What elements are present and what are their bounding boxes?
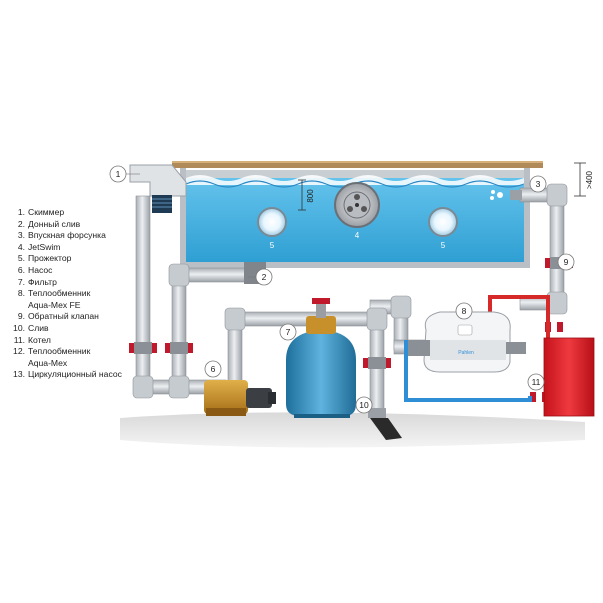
legend-number: 5. <box>17 253 25 264</box>
legend-number: 10. <box>13 322 25 333</box>
legend-number: 1. <box>17 207 25 217</box>
height-dimension <box>574 162 586 197</box>
callout-6: 6 <box>211 364 216 374</box>
callout-5-right: 5 <box>441 241 446 250</box>
depth-label: 800 <box>306 189 315 203</box>
legend-item: 12.Теплообменник <box>3 346 123 358</box>
legend-number: 7. <box>17 276 25 287</box>
legend-number: 4. <box>17 241 25 252</box>
legend-item: 6.Насос <box>3 265 123 277</box>
pool-deck-top <box>172 161 543 163</box>
heat-exchanger-brand: Pahlen <box>458 350 474 356</box>
pool-light-left <box>257 207 287 237</box>
legend-number: 8. <box>17 288 25 299</box>
legend-text: Слив <box>28 322 49 333</box>
depth-dimension <box>298 179 306 211</box>
legend-number: 2. <box>17 218 25 229</box>
legend-number: 12. <box>13 346 25 357</box>
legend-item: 1.Скиммер <box>3 207 123 219</box>
valve-collars <box>134 257 568 369</box>
filter <box>286 298 356 418</box>
legend-item: 3.Впускная форсунка <box>3 230 123 242</box>
callouts <box>109 165 575 414</box>
legend-item: Aqua-Mex FE <box>3 300 123 312</box>
legend-number: 11. <box>13 334 25 345</box>
legend-text: Обратный клапан <box>28 311 99 322</box>
callout-2: 2 <box>262 272 267 282</box>
legend-item: Aqua-Mex <box>3 358 123 370</box>
callout-1: 1 <box>116 169 121 179</box>
skimmer <box>129 164 187 213</box>
legend-text: Насос <box>28 264 53 275</box>
legend-item: 8.Теплообменник <box>3 288 123 300</box>
callout-11: 11 <box>532 377 541 387</box>
callout-3: 3 <box>536 179 541 189</box>
heat-exchanger: Pahlen <box>408 311 526 373</box>
callout-9: 9 <box>564 257 569 267</box>
legend-number: 6. <box>17 264 25 275</box>
legend-item: 9.Обратный клапан <box>3 311 123 323</box>
legend-text: Скиммер <box>28 207 65 217</box>
legend-text: Прожектор <box>28 253 72 264</box>
legend-item: 11.Котел <box>3 335 123 347</box>
legend-text: Впускная форсунка <box>28 230 106 241</box>
legend-text: Циркуляционный насос <box>28 369 122 380</box>
hot-pipe <box>488 295 550 340</box>
legend-text: Котел <box>28 334 51 345</box>
legend-text: JetSwim <box>28 241 61 252</box>
jetswim <box>334 182 380 228</box>
legend-number: 9. <box>17 311 25 322</box>
legend-text: Теплообменник <box>28 288 91 299</box>
pool-deck <box>172 161 543 168</box>
legend-item: 2.Донный слив <box>3 219 123 231</box>
legend-text: Донный слив <box>28 218 81 229</box>
ground <box>120 412 585 448</box>
legend-text: Aqua-Mex <box>28 357 68 368</box>
legend-text: Теплообменник <box>28 346 91 357</box>
legend-text: Фильтр <box>28 276 57 287</box>
legend-text: Aqua-Mex FE <box>28 299 81 310</box>
callout-leaders <box>126 173 256 278</box>
legend-number: 3. <box>17 230 25 241</box>
pipe-fittings <box>132 183 568 399</box>
callout-8: 8 <box>462 306 467 316</box>
legend-item: 10.Слив <box>3 323 123 335</box>
boiler <box>543 337 595 417</box>
callout-7: 7 <box>286 327 291 337</box>
callout-5-left: 5 <box>270 241 275 250</box>
pump <box>204 380 276 416</box>
inlet-nozzle <box>490 190 522 200</box>
drain-outlet <box>368 408 402 440</box>
legend-item: 13.Циркуляционный насос <box>3 369 123 381</box>
pool-light-right <box>428 207 458 237</box>
callout-10: 10 <box>359 400 369 410</box>
legend-item: 4.JetSwim <box>3 242 123 254</box>
callout-4: 4 <box>355 231 360 240</box>
height-label: >400 <box>585 170 594 189</box>
legend-item: 7.Фильтр <box>3 277 123 289</box>
legend-number: 13. <box>13 369 25 380</box>
legend-item: 5.Прожектор <box>3 253 123 265</box>
